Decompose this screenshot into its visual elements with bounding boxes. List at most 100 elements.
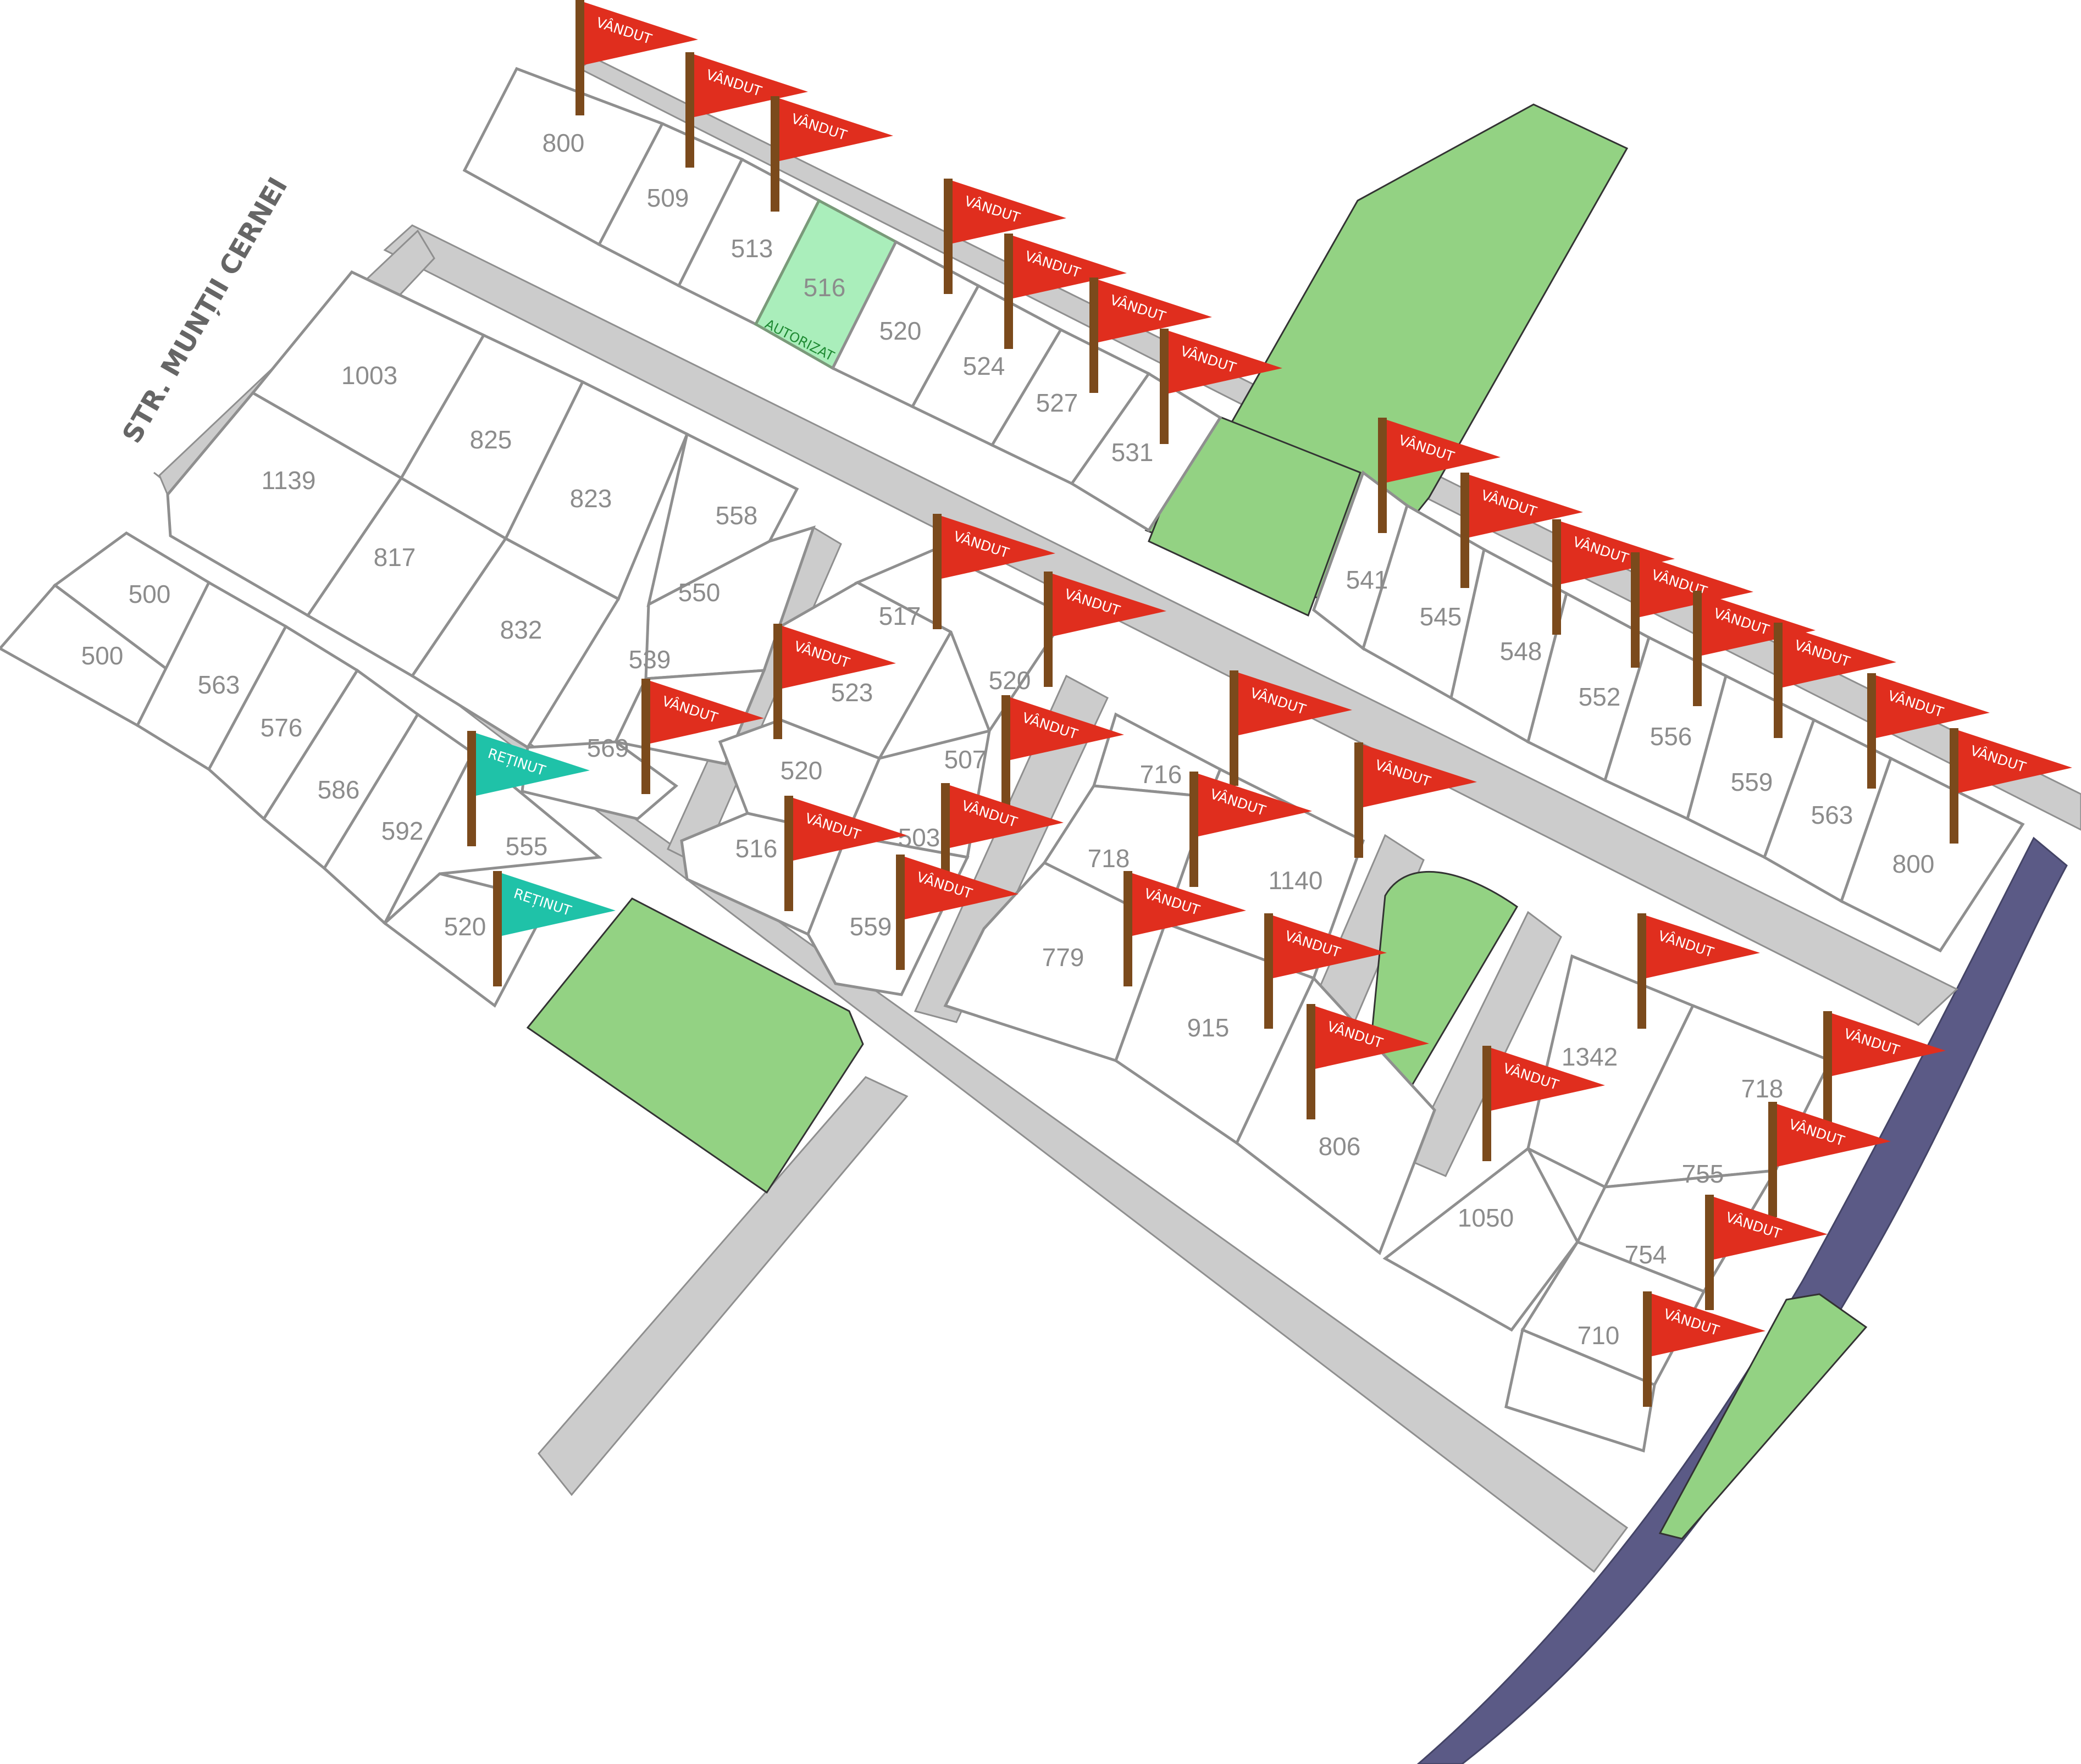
- flag-pole: [1044, 572, 1053, 687]
- flag-pennant: [779, 98, 893, 161]
- flag-pennant: [1013, 236, 1127, 298]
- lot-area-label: 832: [500, 615, 543, 644]
- flag-pole: [1123, 871, 1132, 986]
- flag-pole: [784, 796, 793, 911]
- flag-pennant: [1098, 280, 1212, 342]
- sold-flag: VÂNDUT: [575, 0, 698, 115]
- lot-area-label: 516: [804, 273, 846, 302]
- lot-area-label: 520: [781, 756, 823, 785]
- flag-pennant: [1132, 873, 1246, 936]
- lot-area-label: 520: [444, 912, 486, 941]
- flag-pole: [1354, 742, 1363, 858]
- flag-pennant: [1469, 475, 1583, 537]
- reserved-flag: REȚINUT: [467, 731, 590, 846]
- flag-pennant: [1387, 420, 1501, 482]
- lot-area-label: 592: [381, 817, 424, 845]
- sold-flag: VÂNDUT: [1768, 1102, 1891, 1217]
- flag-pole: [1004, 234, 1013, 349]
- flag-pole: [773, 624, 782, 739]
- lot-area-label: 710: [1578, 1321, 1620, 1350]
- sold-flag: VÂNDUT: [1230, 670, 1352, 786]
- flag-pennant: [502, 873, 616, 936]
- lot-area-label: 718: [1741, 1074, 1784, 1103]
- flag-pennant: [950, 785, 1064, 848]
- flag-pole: [641, 679, 650, 794]
- lot-area-label: 800: [543, 129, 585, 157]
- lot-area-label: 915: [1187, 1013, 1230, 1042]
- lot-area-label: 523: [831, 678, 873, 707]
- lot-area-label: 563: [198, 670, 240, 699]
- lot-area-label: 779: [1042, 943, 1084, 972]
- sold-flag: VÂNDUT: [1378, 418, 1501, 533]
- lot-area-label: 527: [1036, 389, 1078, 417]
- flag-pole: [1264, 913, 1273, 1029]
- green-area-west: [526, 897, 864, 1194]
- flag-pennant: [793, 798, 907, 861]
- lot-area-label: 1139: [262, 466, 316, 495]
- flag-pole: [933, 514, 942, 629]
- flag-pole: [771, 96, 779, 212]
- flag-pennant: [1652, 1294, 1765, 1356]
- flag-pennant: [1640, 554, 1753, 617]
- status-flags: VÂNDUT VÂNDUT VÂNDUT VÂNDUT VÂNDUT VÂNDUT VÂND…: [467, 0, 2072, 1407]
- flag-pole: [493, 871, 502, 986]
- lot-area-label: 754: [1625, 1240, 1667, 1269]
- flag-pole: [1768, 1102, 1777, 1217]
- flag-pennant: [1832, 1013, 1946, 1076]
- lot-area-label: 1003: [341, 361, 397, 390]
- flag-pole: [1693, 591, 1702, 706]
- flag-pole: [896, 855, 905, 970]
- lot-area-label: 559: [850, 912, 892, 941]
- lot-area-label: 569: [587, 734, 629, 762]
- lot-area-labels: 800 509 513 516 520 524 527 531 1003 825…: [81, 129, 1935, 1350]
- lot-area-label: 524: [963, 352, 1005, 380]
- sold-flag: VÂNDUT: [771, 96, 893, 212]
- flag-pole: [1950, 728, 1958, 844]
- flag-pennant: [942, 516, 1055, 579]
- flag-pole: [1189, 772, 1198, 887]
- flag-pole: [1482, 1046, 1491, 1161]
- flag-pole: [1552, 519, 1561, 635]
- lot-area-label: 1050: [1458, 1203, 1514, 1232]
- sold-flag: VÂNDUT: [1001, 695, 1124, 811]
- lot-area-label: 507: [944, 745, 987, 774]
- lot-area-label: 1140: [1269, 866, 1323, 895]
- sold-flag: VÂNDUT: [1867, 673, 1990, 789]
- lot-area-label: 541: [1346, 565, 1388, 594]
- flag-pennant: [1876, 675, 1990, 738]
- lot-area-label: 503: [898, 823, 940, 852]
- flag-pennant: [1958, 730, 2072, 793]
- lot-area-label: 500: [81, 641, 124, 670]
- lot-area-label: 1342: [1562, 1042, 1618, 1071]
- lot-area-label: 556: [1650, 722, 1692, 751]
- flag-pennant: [1315, 1006, 1429, 1069]
- lot-area-label: 509: [647, 184, 689, 212]
- flag-pennant: [1273, 916, 1387, 978]
- flag-pennant: [476, 733, 590, 796]
- flag-pennant: [1010, 697, 1124, 760]
- flag-pole: [467, 731, 476, 846]
- flag-pennant: [1238, 673, 1352, 735]
- lot-area-label: 755: [1682, 1160, 1724, 1188]
- lot-area-label: 563: [1811, 801, 1853, 829]
- lot-area-label: 500: [129, 580, 171, 608]
- sold-flag: VÂNDUT: [1552, 519, 1675, 635]
- flag-pole: [1643, 1291, 1652, 1407]
- lot-area-label: 718: [1088, 844, 1130, 873]
- lot-area-label: 513: [731, 234, 773, 263]
- lot-area-label: 520: [989, 666, 1031, 695]
- flag-pole: [1089, 278, 1098, 393]
- flag-pennant: [782, 626, 896, 689]
- lot-area-label: 545: [1420, 602, 1462, 631]
- lot-area-label: 716: [1140, 760, 1182, 789]
- flag-pole: [575, 0, 584, 115]
- lot-area-label: 516: [735, 834, 778, 863]
- flag-pole: [1637, 913, 1646, 1029]
- lot-area-label: 550: [678, 578, 721, 607]
- flag-pennant: [953, 181, 1066, 243]
- flag-pennant: [650, 681, 764, 744]
- flag-pennant: [1561, 522, 1675, 584]
- lot-area-label: 552: [1579, 683, 1621, 711]
- flag-pennant: [1702, 593, 1816, 656]
